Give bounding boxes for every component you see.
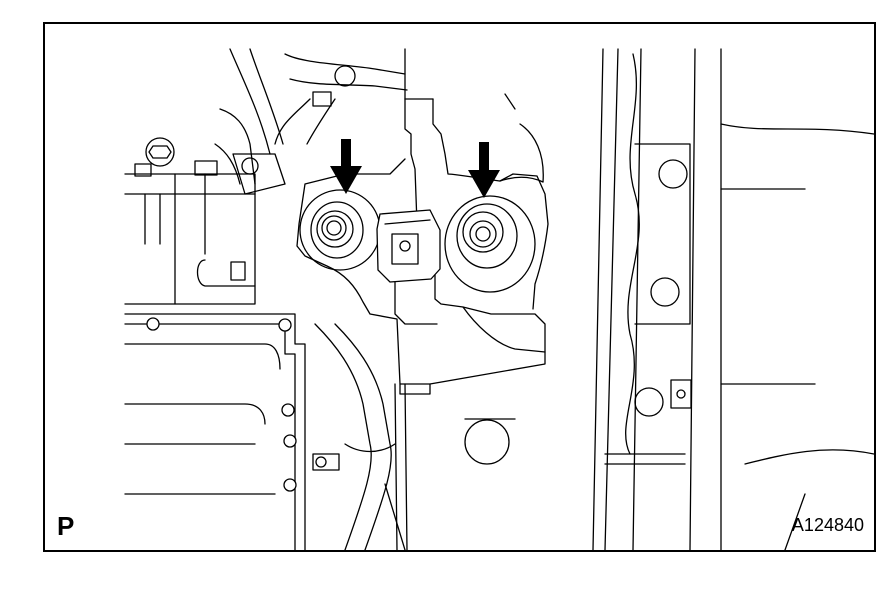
figure-code: A124840 <box>791 515 864 535</box>
diagram-frame: P A124840 <box>43 22 876 552</box>
upper-hose <box>214 48 408 185</box>
left-bolt-arrow-icon <box>330 139 362 194</box>
frame-rail <box>592 48 874 550</box>
engine-line-drawing <box>124 48 874 550</box>
centre-clamp <box>376 209 441 325</box>
engine-block-left <box>124 137 286 305</box>
right-bolt-boss <box>444 195 536 293</box>
right-bolt-arrow-icon <box>468 142 500 198</box>
view-letter-label: P <box>57 511 75 541</box>
oil-pan <box>124 313 306 550</box>
callout-arrows <box>330 139 500 198</box>
lower-pipes <box>312 323 408 550</box>
left-bolt-boss <box>299 189 381 271</box>
